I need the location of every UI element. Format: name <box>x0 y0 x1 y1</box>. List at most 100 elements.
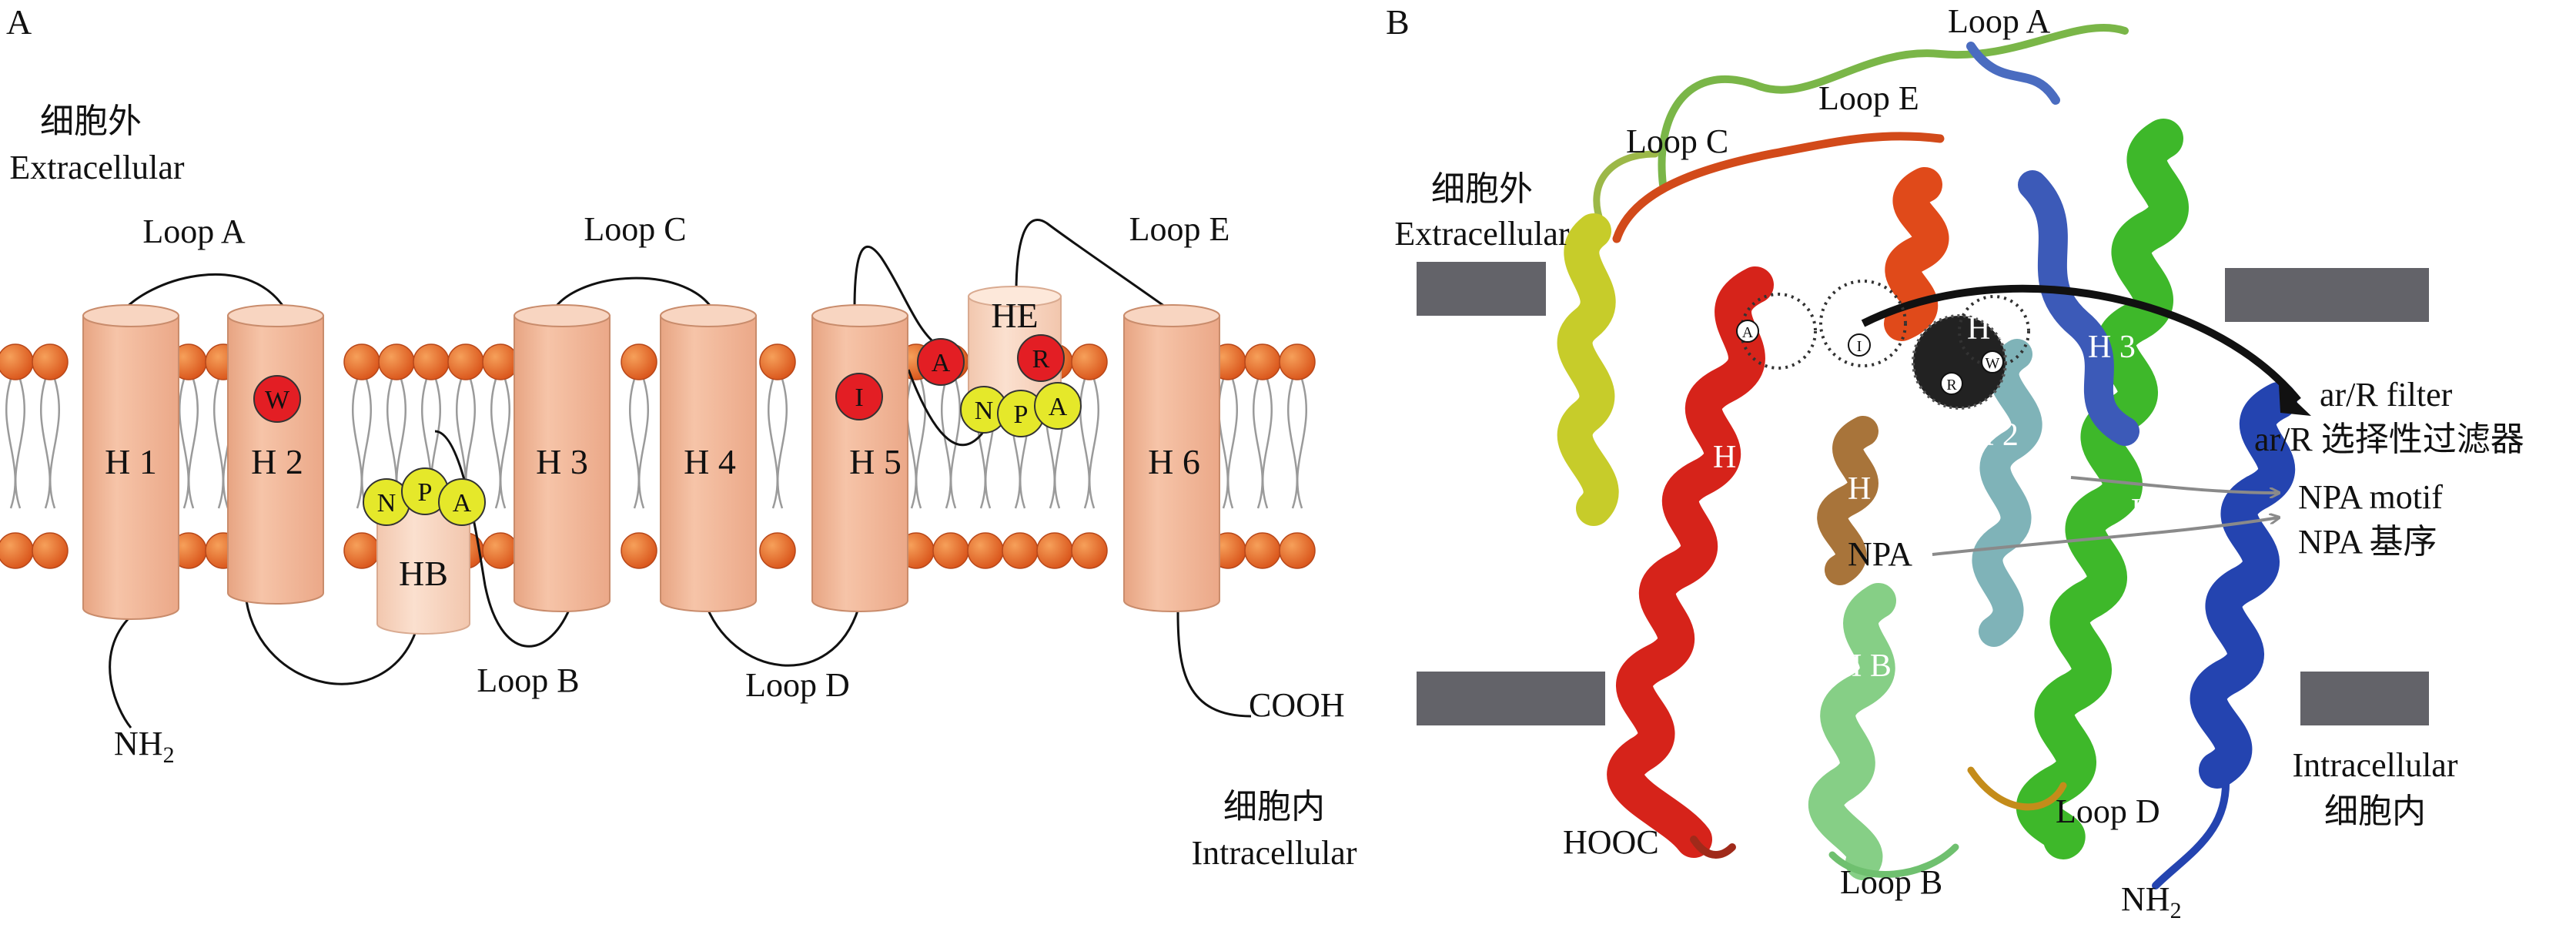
lipid-head <box>1071 532 1108 569</box>
svg-text:A: A <box>1049 393 1068 421</box>
lipid-head <box>482 532 519 569</box>
residue-a-red: A <box>917 338 965 386</box>
panel-b-loop-c-label: Loop C <box>1626 122 1728 160</box>
lipid-bilayer <box>0 343 1316 569</box>
membrane-bar-top-right <box>2225 268 2429 322</box>
npa-arrow-bottom <box>1932 518 2279 556</box>
npa-motif-label-cn: NPA 基序 <box>2298 523 2437 561</box>
filter-arrow-head <box>2279 385 2311 416</box>
lipid-head <box>0 343 34 380</box>
ribbon-h5-label: H 5 <box>1848 471 1895 507</box>
sphere-w-label: W <box>1986 355 2000 372</box>
helix-h3-label: H 3 <box>536 442 588 481</box>
helix-h2 <box>227 304 324 605</box>
lipid-head <box>1244 532 1281 569</box>
lipid-tail <box>39 378 61 509</box>
residue-w: W <box>253 375 301 423</box>
helix-h3 <box>514 304 611 612</box>
helix-h5 <box>811 304 908 612</box>
npa-n: N <box>377 489 396 518</box>
lipid-tail <box>905 378 927 509</box>
sphere-i-label: I <box>1857 338 1862 355</box>
lipid-head <box>378 343 415 380</box>
lipid-tail <box>767 378 788 509</box>
filter-arrow <box>1861 284 2301 404</box>
svg-text:A: A <box>932 349 951 377</box>
helix-h6-label: H 6 <box>1148 442 1200 481</box>
loop-lines <box>109 219 1252 729</box>
npa-arrow-top <box>2070 476 2279 493</box>
ribbon-h2-label: H 2 <box>1971 417 2019 453</box>
filter-spheres: A I R W <box>1736 280 2030 410</box>
panel-b-loop-b-label: Loop B <box>1840 863 1942 901</box>
n-terminus-label: NH2 <box>114 725 175 768</box>
filter-label-cn: ar/R 选择性过滤器 <box>2254 420 2524 458</box>
loop-b-label: Loop B <box>477 662 579 699</box>
helix-he-label: HE <box>991 296 1038 335</box>
helix-h6 <box>1123 304 1220 612</box>
ribbon-h4-label: H 4 <box>1617 369 1664 404</box>
lipid-head <box>1279 343 1316 380</box>
panel-b-loop-e-label: Loop E <box>1818 79 1919 117</box>
panel-b-loop-a-label: Loop A <box>1948 2 2050 40</box>
lipid-tail <box>1286 378 1308 509</box>
svg-text:N: N <box>975 397 994 425</box>
svg-text:R: R <box>1032 345 1050 374</box>
helix-h2-label: H 2 <box>251 442 303 481</box>
ribbon-hb-label: H B <box>1838 648 1892 684</box>
panel-b: B <box>1386 2 2524 923</box>
npa-motif-he: N P A <box>960 382 1082 437</box>
c-terminus-label: COOH <box>1249 686 1345 724</box>
ribbon-he-label: H E <box>1967 311 2019 347</box>
npa-a: A <box>453 489 472 518</box>
npa-bottom-label: NPA <box>1848 535 1912 573</box>
lipid-head <box>413 343 450 380</box>
npa-top-label: NPA <box>1885 415 1949 453</box>
lipid-head <box>759 343 796 380</box>
loop-c-label: Loop C <box>584 210 686 248</box>
lipid-tail <box>628 378 650 509</box>
ribbon-h6-label: H 6 <box>1713 440 1761 475</box>
lipid-head <box>1244 343 1281 380</box>
helix-h4-label: H 4 <box>684 442 736 481</box>
lipid-head <box>932 532 969 569</box>
lipid-head <box>343 532 380 569</box>
lipid-tail <box>5 378 26 509</box>
lipid-head <box>1002 532 1039 569</box>
protein-ribbon-structure <box>1557 24 2297 889</box>
lipid-head <box>0 532 34 569</box>
panel-b-extracellular-en: Extracellular <box>1394 215 1570 253</box>
helix-h1-label: H 1 <box>105 442 157 481</box>
lipid-tail <box>490 378 511 509</box>
npa-motif-hb: N P A <box>363 467 486 526</box>
panel-b-intracellular-en: Intracellular <box>2293 746 2458 784</box>
panel-a-intracellular-cn: 细胞内 <box>1223 788 1325 826</box>
lipid-head <box>621 532 657 569</box>
membrane-bar-bottom-left <box>1417 672 1605 725</box>
lipid-head <box>621 343 657 380</box>
residue-r: R <box>1017 334 1065 382</box>
npa-p: P <box>418 478 433 507</box>
lipid-head <box>759 532 796 569</box>
loop-a-label: Loop A <box>142 213 245 250</box>
panel-a-extracellular-en: Extracellular <box>9 149 185 186</box>
sphere-a-label: A <box>1742 324 1754 341</box>
panel-a-intracellular-en: Intracellular <box>1192 834 1357 872</box>
helix-hb-label: HB <box>399 554 448 593</box>
lipid-tail <box>940 378 962 509</box>
panel-b-extracellular-cn: 细胞外 <box>1431 170 1533 208</box>
lipid-head <box>1071 343 1108 380</box>
npa-motif-label-en: NPA motif <box>2298 478 2443 516</box>
helix-h4 <box>660 304 757 612</box>
lipid-head <box>967 532 1004 569</box>
loop-d-label: Loop D <box>745 666 850 704</box>
loop-e-label: Loop E <box>1129 210 1230 248</box>
panel-b-intracellular-cn: 细胞内 <box>2324 792 2426 830</box>
svg-text:P: P <box>1014 400 1029 429</box>
lipid-head <box>482 343 519 380</box>
lipid-tail <box>1079 378 1100 509</box>
panel-a-letter: A <box>6 2 32 42</box>
helix-h5-label: H 5 <box>849 442 902 481</box>
